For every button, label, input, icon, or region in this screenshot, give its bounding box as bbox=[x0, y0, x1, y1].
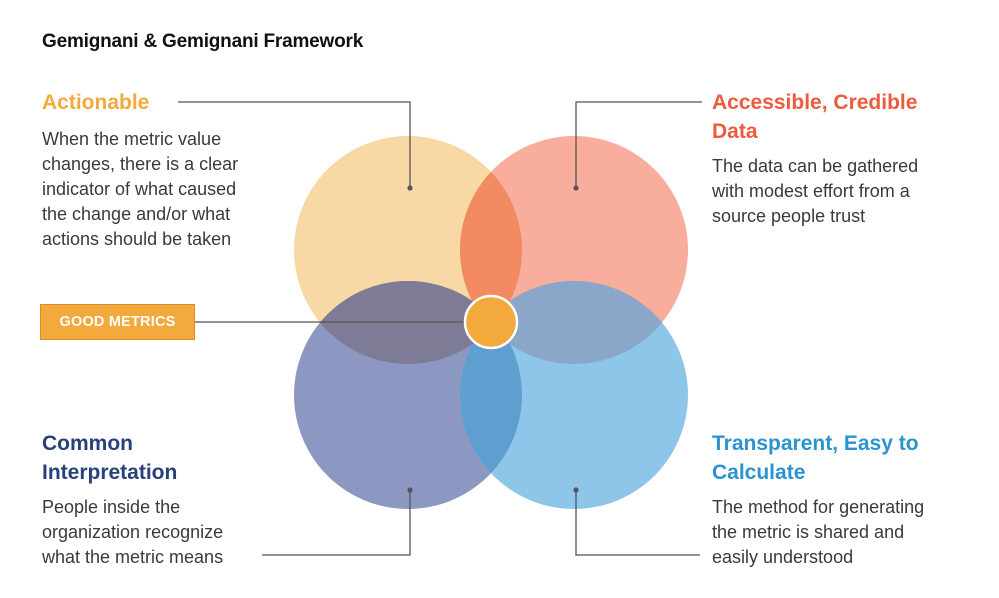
desc-line: source people trust bbox=[712, 206, 866, 226]
heading-line: Common bbox=[42, 432, 133, 455]
desc-line: with modest effort from a bbox=[712, 181, 910, 201]
transparent-calculate-block: Transparent, Easy to Calculate The metho… bbox=[712, 429, 972, 570]
center-dot bbox=[463, 294, 519, 350]
diagram-title: Gemignani & Gemignani Framework bbox=[42, 31, 364, 52]
actionable-heading: Actionable bbox=[42, 91, 150, 114]
heading-line: Calculate bbox=[712, 461, 806, 484]
connector-accessible-data bbox=[575, 101, 702, 188]
overlap-right bbox=[460, 281, 688, 364]
connector-dot-common-interpretation bbox=[407, 487, 413, 493]
desc-line: changes, there is a clear bbox=[42, 154, 239, 174]
desc-line: The data can be gathered bbox=[712, 156, 919, 176]
desc-line: actions should be taken bbox=[42, 229, 232, 249]
desc-line: the metric is shared and bbox=[712, 522, 905, 542]
heading-line: Data bbox=[712, 120, 758, 143]
connector-actionable bbox=[178, 101, 411, 188]
connector-dot-transparent-calculate bbox=[573, 487, 579, 493]
desc-line: easily understood bbox=[712, 547, 854, 567]
connector-common-interpretation bbox=[262, 490, 411, 556]
transparent-calculate-heading: Transparent, Easy to Calculate bbox=[712, 429, 972, 487]
heading-line: Interpretation bbox=[42, 461, 178, 484]
desc-line: The method for generating bbox=[712, 497, 925, 517]
connector-dot-accessible-data bbox=[573, 185, 579, 191]
actionable-block: Actionable When the metric value changes… bbox=[42, 88, 287, 252]
common-interpretation-block: Common Interpretation People inside the … bbox=[42, 429, 287, 570]
accessible-data-description: The data can be gathered with modest eff… bbox=[712, 154, 972, 229]
desc-line: what the metric means bbox=[42, 547, 224, 567]
actionable-description: When the metric value changes, there is … bbox=[42, 127, 287, 252]
good-metrics-badge: GOOD METRICS bbox=[40, 304, 195, 340]
transparent-calculate-description: The method for generating the metric is … bbox=[712, 495, 972, 570]
accessible-data-heading: Accessible, Credible Data bbox=[712, 88, 972, 146]
desc-line: the change and/or what bbox=[42, 204, 231, 224]
overlap-left bbox=[294, 281, 522, 364]
heading-line: Transparent, Easy to bbox=[712, 432, 919, 455]
heading-line: Accessible, Credible bbox=[712, 91, 918, 114]
common-interpretation-heading: Common Interpretation bbox=[42, 429, 287, 487]
desc-line: When the metric value bbox=[42, 129, 222, 149]
connector-transparent-calculate bbox=[575, 490, 700, 556]
desc-line: People inside the bbox=[42, 497, 181, 517]
connector-dot-actionable bbox=[407, 185, 413, 191]
common-interpretation-description: People inside the organization recognize… bbox=[42, 495, 287, 570]
accessible-data-block: Accessible, Credible Data The data can b… bbox=[712, 88, 972, 229]
desc-line: organization recognize bbox=[42, 522, 224, 542]
desc-line: indicator of what caused bbox=[42, 179, 237, 199]
